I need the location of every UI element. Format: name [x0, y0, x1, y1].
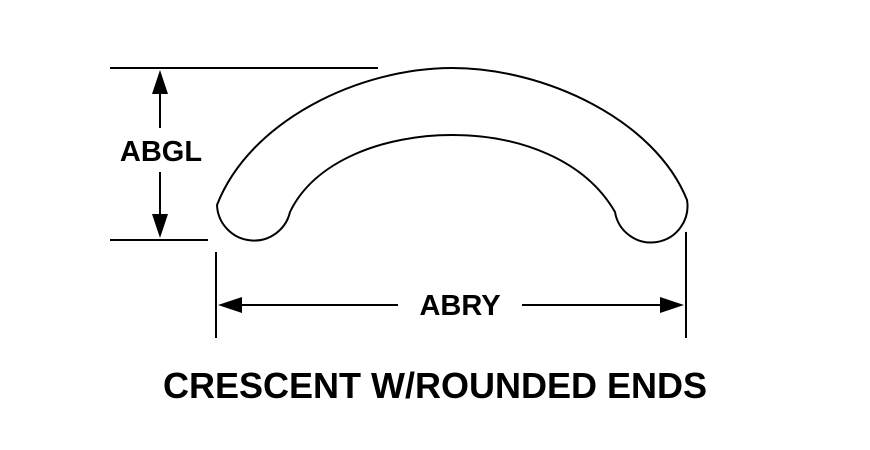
height-dimension-label: ABGL: [120, 136, 202, 168]
height-arrow-up: [152, 70, 168, 94]
width-arrow-right: [660, 297, 684, 313]
width-arrow-left: [218, 297, 242, 313]
width-dimension-label: ABRY: [419, 290, 500, 322]
height-arrow-down: [152, 214, 168, 238]
crescent-outline: [215, 66, 689, 244]
diagram-title: CRESCENT W/ROUNDED ENDS: [163, 365, 707, 406]
